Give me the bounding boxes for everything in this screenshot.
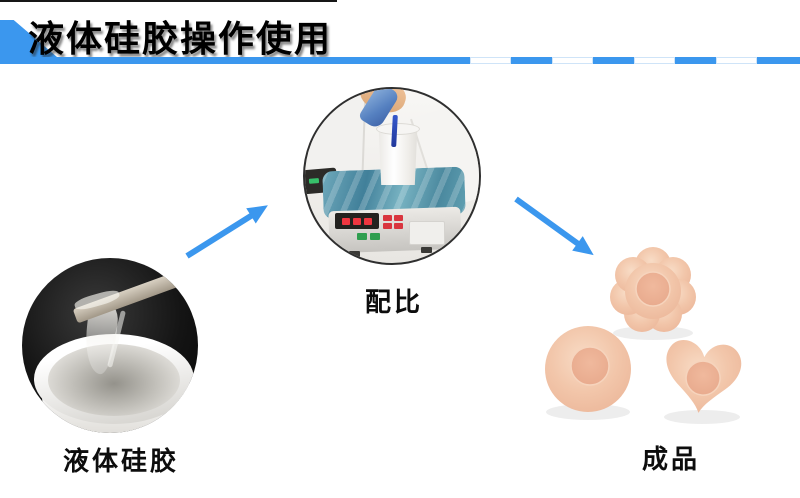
arrow-mixing-to-finished bbox=[514, 196, 594, 256]
round-pad-center bbox=[570, 346, 610, 386]
heart-pad-center bbox=[685, 360, 721, 396]
header-underline-bar bbox=[0, 57, 800, 64]
arrow-raw-to-mixing bbox=[185, 205, 268, 259]
round-pad bbox=[545, 326, 631, 412]
raw-material-photo bbox=[22, 258, 198, 433]
mixing-scale-photo bbox=[303, 87, 481, 265]
flower-pad bbox=[610, 247, 696, 332]
top-rule bbox=[0, 0, 337, 2]
underline-dash-gap bbox=[716, 57, 757, 64]
heart-pad bbox=[666, 340, 742, 413]
pads-illustration bbox=[545, 247, 742, 424]
underline-dash-gap bbox=[470, 57, 511, 64]
underline-dash-gap bbox=[552, 57, 593, 64]
step-label-raw-material: 液体硅胶 bbox=[62, 446, 180, 476]
step-label-finished-product: 成品 bbox=[641, 444, 701, 474]
scale-led-display bbox=[335, 213, 379, 229]
flower-pad-center bbox=[635, 271, 671, 307]
scale-keypad bbox=[409, 221, 445, 245]
finished-products-photo bbox=[530, 245, 750, 427]
page-title: 液体硅胶操作使用 bbox=[28, 18, 333, 59]
scale-foot bbox=[349, 251, 360, 257]
measuring-cup-rim bbox=[376, 123, 420, 135]
scale-foot bbox=[421, 247, 432, 253]
scale-red-buttons bbox=[383, 215, 405, 229]
underline-dash-gap bbox=[634, 57, 675, 64]
step-label-mixing-ratio: 配比 bbox=[364, 287, 424, 317]
heart-pad-shadow bbox=[664, 410, 740, 424]
measuring-cup bbox=[378, 129, 418, 185]
background-shelf bbox=[307, 90, 367, 172]
scale-green-buttons bbox=[357, 233, 380, 240]
